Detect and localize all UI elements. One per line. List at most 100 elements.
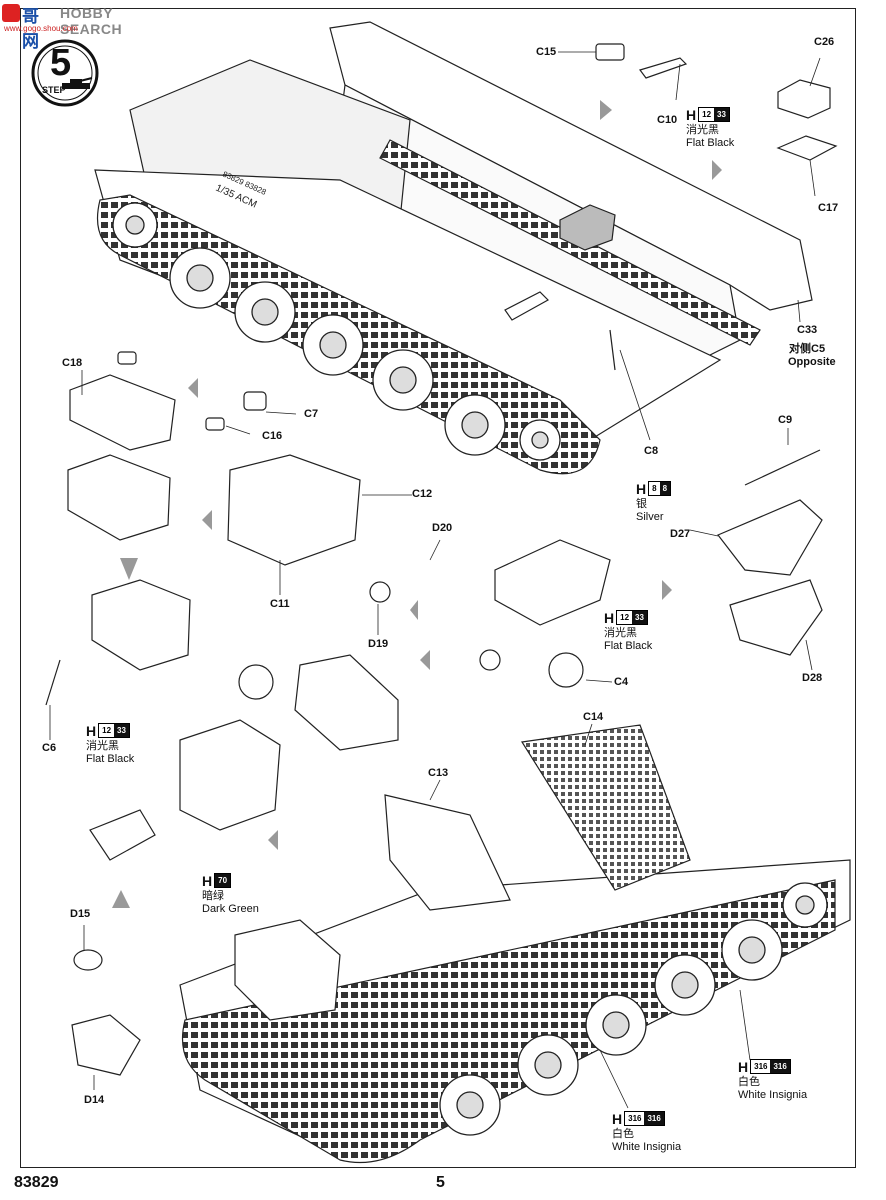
paint-cn: 消光黑 (604, 627, 637, 639)
paint-code-black: 33 (632, 611, 647, 625)
label-c15: C15 (536, 46, 557, 58)
part-c12-c11-shape (227, 454, 361, 566)
paint-h: H (612, 1110, 623, 1127)
paint-en: Dark Green (202, 903, 259, 915)
road-wheels-upper (112, 202, 561, 461)
paint-h: H (686, 106, 697, 123)
part-d28-shape (729, 579, 823, 656)
gearbox-shape (294, 654, 399, 751)
drive-shaft (89, 809, 156, 861)
paint-code-white: 8 (649, 482, 660, 496)
page-number: 5 (436, 1174, 445, 1191)
leader-lines (49, 51, 821, 1109)
silver-assembly (494, 539, 611, 626)
paint-cn: 消光黑 (86, 740, 119, 752)
part-c6-shape (45, 659, 61, 706)
paint-code-black: 316 (770, 1060, 790, 1074)
part-c9-shape (744, 449, 821, 486)
paint-code-white: 12 (699, 108, 715, 122)
paint-h: H (604, 609, 615, 626)
paint-h: H (86, 722, 97, 739)
part-c17-shape (776, 135, 838, 161)
paint-cn: 白色 (612, 1128, 634, 1140)
handle-part (504, 291, 549, 321)
transmission-subassembly (45, 351, 823, 1076)
label-c14: C14 (583, 711, 604, 723)
step-badge-icon (31, 39, 99, 107)
label-d27: D27 (670, 528, 691, 540)
label-c8: C8 (644, 445, 659, 457)
label-c33-note-en: Opposite (788, 356, 836, 368)
step-number: 5 (50, 42, 72, 84)
assembly-arrows (112, 100, 722, 908)
hub-part (479, 649, 501, 671)
transmission-box-2 (91, 579, 191, 671)
watermark-url: www.gogo.shou.com (4, 24, 78, 33)
paint-code-black: 33 (114, 724, 129, 738)
part-c4-shape (548, 652, 584, 688)
paint-en: Flat Black (86, 753, 135, 765)
label-c33-note-cn: 对侧C5 (789, 343, 826, 355)
part-c7-shape (243, 391, 267, 411)
paint-code-black: 33 (714, 108, 729, 122)
part-d27-shape (717, 499, 823, 576)
label-c17: C17 (818, 202, 839, 214)
part-c15-shape (595, 43, 625, 61)
final-drive-box (179, 719, 281, 831)
installed-transmission (234, 919, 341, 1021)
watermark-cn: 哥网 (22, 7, 39, 51)
paint-code-white: 12 (99, 724, 115, 738)
part-c13-shape (384, 794, 511, 911)
label-c26: C26 (814, 36, 835, 48)
part-c14-shape (521, 724, 691, 891)
transmission-box-1 (67, 454, 171, 541)
c18-cap (117, 351, 137, 365)
hatch-block (559, 204, 616, 251)
part-c16-shape (205, 417, 225, 431)
part-c18-shape (69, 374, 176, 451)
label-c16: C16 (262, 430, 283, 442)
label-c10: C10 (657, 114, 678, 126)
paint-en: Flat Black (604, 640, 653, 652)
label-c4: C4 (614, 676, 629, 688)
paint-h: H (202, 872, 213, 889)
part-d14-shape (71, 1014, 141, 1076)
label-c6: C6 (42, 742, 57, 754)
paint-cn: 消光黑 (686, 124, 719, 136)
paint-h: H (738, 1058, 749, 1075)
paint-code: 70 (214, 873, 232, 889)
paint-en: Silver (636, 511, 664, 523)
label-d15: D15 (70, 908, 91, 920)
paint-code-white: 316 (625, 1112, 645, 1126)
paint-cn: 白色 (738, 1076, 760, 1088)
label-d28: D28 (802, 672, 823, 684)
steering-wheel-1 (238, 664, 274, 700)
paint-cn: 暗绿 (202, 890, 224, 902)
paint-en: White Insignia (738, 1089, 808, 1101)
paint-h: H (636, 480, 647, 497)
road-wheels-lower (439, 882, 828, 1136)
label-c7: C7 (304, 408, 319, 420)
paint-cn: 银 (636, 498, 647, 510)
paint-code-white: 316 (751, 1060, 771, 1074)
part-d19-shape (369, 581, 391, 603)
paint-en: White Insignia (612, 1141, 682, 1153)
paint-code-black: 70 (215, 874, 231, 888)
label-d20: D20 (432, 522, 453, 534)
part-d15-shape (73, 949, 103, 971)
label-c18: C18 (62, 357, 83, 369)
